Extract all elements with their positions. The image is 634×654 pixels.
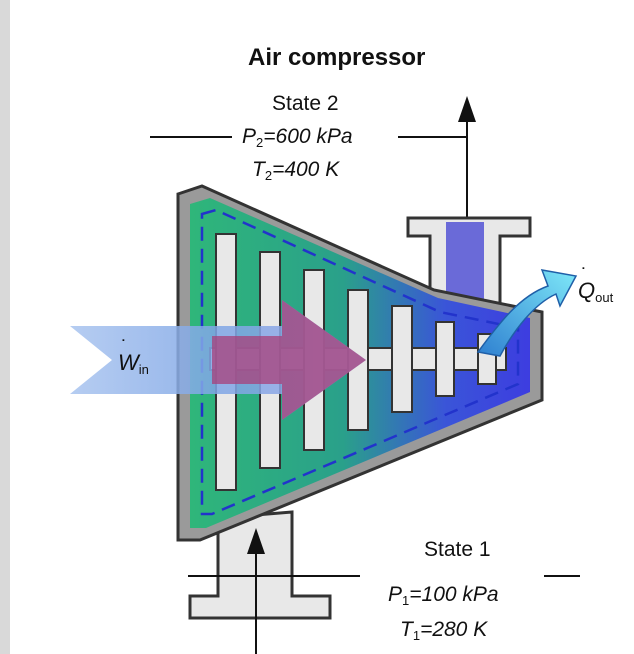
outlet-arrow-head: [458, 96, 476, 122]
state1-temperature-subscript: 1: [412, 628, 421, 643]
work-input-arrow-core: [212, 300, 366, 420]
inlet-pipe: [188, 510, 332, 620]
state2-pressure: P2=600 kPa: [242, 125, 353, 150]
inlet-arrow-head: [247, 528, 265, 554]
work-subscript: in: [138, 362, 149, 377]
heat-output-label: Qout: [578, 265, 614, 305]
state2-pressure-value: =600 kPa: [263, 125, 353, 148]
state2-temperature-symbol: T: [252, 158, 265, 181]
work-symbol: W: [118, 337, 139, 376]
control-volume-boundary: [200, 208, 520, 516]
blade-5: [391, 305, 413, 413]
state2-temperature-value: =400 K: [272, 158, 340, 181]
state1-pressure: P1=100 kPa: [388, 583, 499, 608]
state2-temperature: T2=400 K: [252, 158, 339, 183]
state1-pressure-subscript: 1: [402, 593, 410, 608]
state2-pressure-subscript: 2: [256, 135, 264, 150]
state1-pressure-value: =100 kPa: [409, 583, 499, 606]
heat-out-arrow: [476, 269, 578, 357]
state1-label: State 1: [424, 538, 491, 561]
heat-symbol: Q: [578, 265, 595, 304]
state2-label: State 2: [272, 92, 339, 115]
diagram-title: Air compressor: [248, 44, 426, 71]
state2-temperature-subscript: 2: [264, 168, 273, 183]
heat-subscript: out: [595, 290, 614, 305]
state1-pressure-symbol: P: [388, 583, 403, 606]
state2-pressure-symbol: P: [242, 125, 257, 148]
state1-temperature-symbol: T: [400, 618, 413, 641]
work-input-label: Win: [118, 337, 149, 377]
blade-6: [435, 321, 455, 397]
left-edge-strip: [0, 0, 10, 654]
state1-temperature-value: =280 K: [420, 618, 488, 641]
state1-temperature: T1=280 K: [400, 618, 487, 643]
